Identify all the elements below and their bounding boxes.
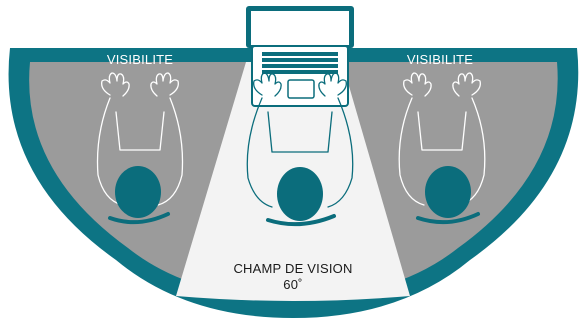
person-right-head (416, 166, 480, 225)
person-right (398, 72, 486, 206)
vision-label-line2: 60˚ (283, 277, 302, 292)
person-left (96, 72, 184, 206)
person-left-head (108, 166, 170, 225)
trackpad (287, 79, 315, 99)
right-label-line2: VISIBILITE (407, 52, 473, 67)
left-label-line1: AUCUNE (112, 36, 168, 51)
left-label-line2: VISIBILITE (107, 52, 173, 67)
right-label-line1: AUCUNE (412, 36, 468, 51)
vision-label-line1: CHAMP DE VISION (233, 261, 352, 276)
person-center-head (266, 167, 336, 227)
person-center (246, 72, 354, 208)
keyboard (262, 52, 338, 74)
laptop-icon (246, 6, 354, 107)
